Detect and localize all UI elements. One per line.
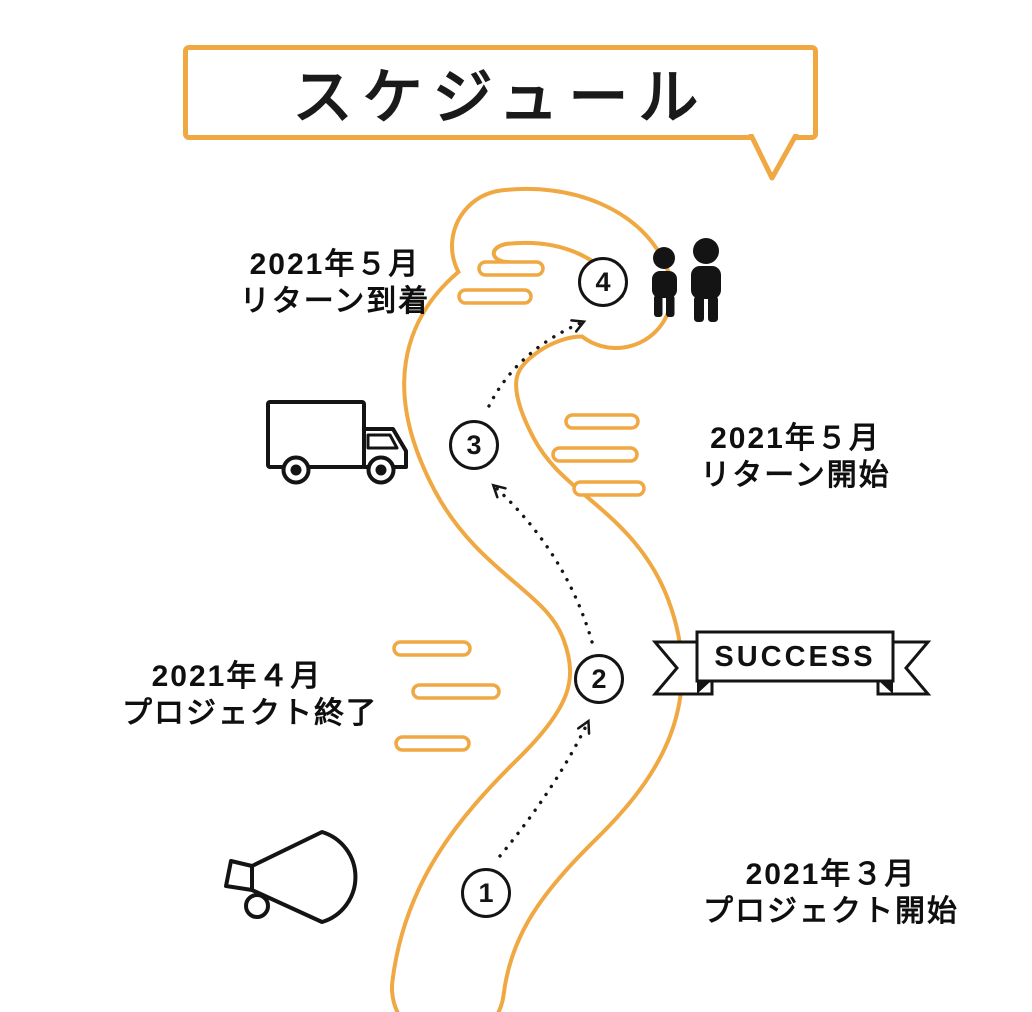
person-small-leg [666, 295, 675, 317]
megaphone-icon [224, 830, 358, 924]
speed-lines-left [392, 640, 501, 752]
truck-icon [266, 400, 408, 485]
milestone-3-label: 2021年５月 リターン開始 [678, 420, 913, 494]
title-bubble: スケジュール [183, 45, 818, 140]
people-icon [652, 238, 721, 322]
speech-bubble-tail [748, 134, 799, 181]
milestone-date: 2021年３月 [745, 858, 917, 891]
speed-lines-right [551, 413, 646, 497]
person-small-head [653, 247, 675, 269]
arrow-step2-step3 [491, 483, 594, 644]
step-number: 1 [478, 877, 494, 908]
step-number: 3 [466, 429, 482, 460]
person-small-leg [654, 295, 663, 317]
person-tall-leg [708, 296, 718, 322]
speed-dash [392, 640, 472, 657]
speed-dash [457, 288, 533, 305]
route-arrows [487, 319, 594, 858]
step-circle-3: 3 [449, 420, 499, 470]
milestone-title: プロジェクト終了 [122, 697, 378, 730]
speed-dash [411, 683, 501, 700]
success-ribbon [651, 630, 932, 696]
milestone-date: 2021年４月 [151, 660, 323, 693]
step-circle-2: 2 [574, 654, 624, 704]
megaphone-mouthpiece [224, 859, 254, 892]
page-title: スケジュール [292, 63, 709, 133]
ribbon-fold-left [697, 681, 711, 694]
milestone-title: プロジェクト開始 [703, 895, 959, 928]
milestone-date: 2021年５月 [249, 248, 421, 281]
speed-dash [394, 735, 471, 752]
speed-dash [551, 446, 639, 463]
ribbon-band [695, 630, 895, 683]
truck-box [266, 400, 366, 469]
step-circle-1: 1 [461, 868, 511, 918]
step-number: 2 [591, 663, 607, 694]
milestone-date: 2021年５月 [710, 422, 881, 455]
milestone-4-label: 2021年５月 リターン到着 [210, 246, 460, 320]
step-number: 4 [595, 266, 611, 297]
speed-lines-top [457, 260, 545, 305]
speed-dash [477, 260, 545, 277]
person-small-torso [652, 271, 677, 298]
truck-wheel-rear-hub [290, 464, 302, 476]
speed-dash [572, 480, 646, 497]
milestone-title: リターン到着 [239, 285, 431, 318]
arrow-step1-step2 [498, 718, 591, 858]
person-tall-leg [694, 296, 704, 322]
ribbon-fold-right [879, 681, 893, 694]
megaphone-knob [244, 893, 270, 919]
truck-wheel-front-hub [375, 464, 387, 476]
success-banner-text: SUCCESS [714, 640, 876, 673]
milestone-2-label: 2021年４月 プロジェクト終了 [122, 658, 378, 732]
step-circle-4: 4 [578, 257, 628, 307]
milestone-title: リターン開始 [700, 459, 891, 492]
truck-window [366, 433, 399, 450]
speed-dash [564, 413, 640, 430]
person-tall-torso [691, 266, 721, 299]
megaphone-horn [250, 830, 358, 924]
person-tall-head [693, 238, 719, 264]
milestone-1-label: 2021年３月 プロジェクト開始 [692, 856, 970, 930]
